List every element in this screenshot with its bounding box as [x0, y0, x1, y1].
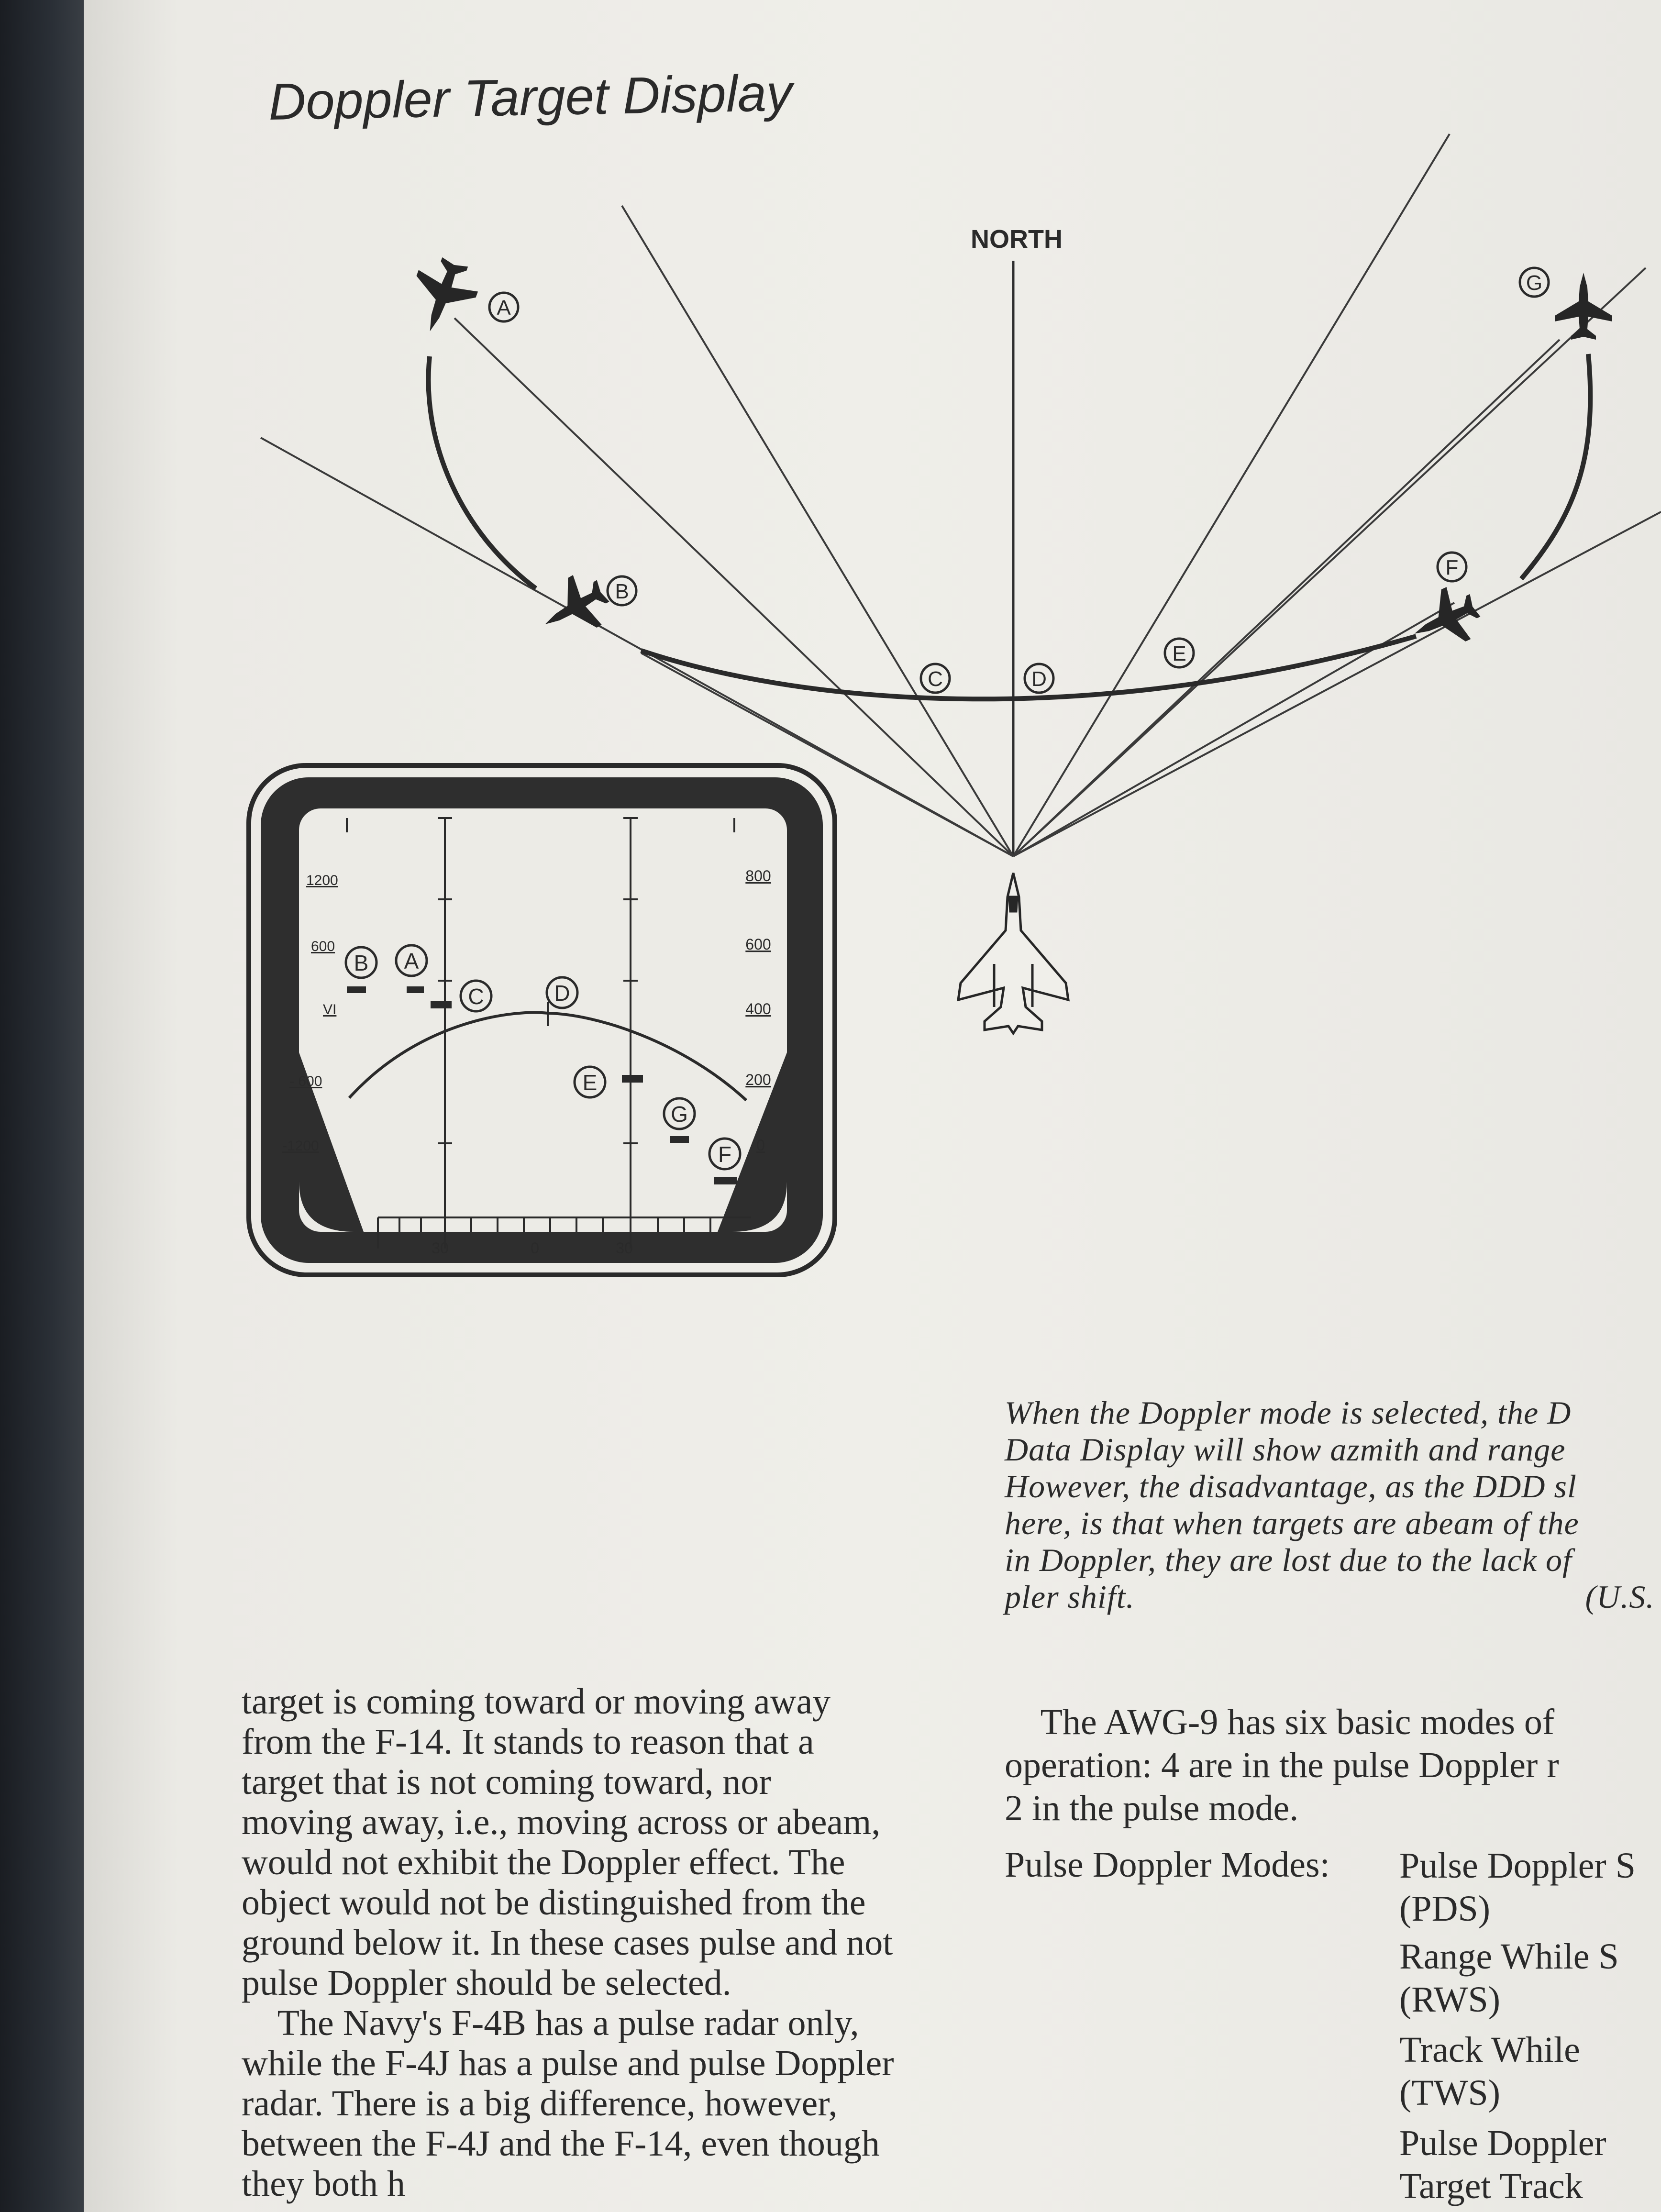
figure-caption: When the Doppler mode is selected, the D… [1005, 1394, 1661, 1615]
mode-item: Range While S [1399, 1936, 1619, 1977]
mode-item: Pulse Doppler [1399, 2123, 1606, 2163]
ddd-marker-e: E [573, 1065, 607, 1099]
mode-item: Track While [1399, 2030, 1580, 2070]
ddd-marker-a: A [395, 944, 428, 977]
svg-text:B: B [615, 580, 629, 603]
body-line: The AWG-9 has six basic modes of [1005, 1702, 1555, 1742]
body-line: operation: 4 are in the pulse Doppler r [1005, 1745, 1559, 1785]
svg-text:C: C [468, 984, 484, 1009]
left-scale-600: 600 [311, 939, 335, 954]
enemy-aircraft-icon-f [1402, 579, 1487, 660]
marker-d: D [1023, 663, 1055, 694]
caption-line: However, the disadvantage, as the DDD sl [1005, 1468, 1577, 1504]
mode-item: (TWS) [1399, 2073, 1501, 2113]
marker-b: B [606, 575, 638, 607]
body-line: pulse Doppler should be selected. [242, 1963, 731, 2003]
ddd-screen: 1200 600 VI - 600 -1200 800 600 400 200 … [246, 763, 837, 1277]
svg-text:A: A [404, 949, 419, 973]
caption-source: (U.S. I [1585, 1579, 1661, 1615]
body-text-right: The AWG-9 has six basic modes of operati… [1005, 1701, 1661, 1830]
right-scale-0: 0 [756, 1137, 765, 1154]
body-line: moving away, i.e., moving across or abea… [242, 1802, 881, 1842]
left-scale-1200: 1200 [306, 873, 338, 888]
doppler-target-figure: Doppler Target Display NORTH [246, 64, 1661, 1277]
marker-g: G [1518, 266, 1550, 298]
mode-item: Pulse Doppler S [1399, 1846, 1636, 1886]
caption-line: pler shift. [1005, 1579, 1135, 1615]
body-line: ground below it. In these cases pulse an… [242, 1923, 893, 1963]
marker-c: C [919, 663, 951, 694]
svg-text:A: A [497, 296, 511, 320]
caption-line: When the Doppler mode is selected, the D [1005, 1394, 1572, 1431]
mode-item: (RWS) [1399, 1980, 1501, 2020]
svg-text:E: E [1172, 642, 1186, 665]
bottom-scale-30-left: 30 [432, 1239, 449, 1257]
enemy-aircraft-icon-b [531, 566, 618, 649]
bottom-scale-0: 0 [531, 1239, 539, 1257]
diagram-markers: A B C D E F G [488, 266, 1550, 694]
bottom-scale-30-right: 30 [616, 1239, 633, 1257]
ddd-marker-f: F [708, 1137, 742, 1171]
flight-paths [426, 354, 1593, 702]
body-text-left: target is coming toward or moving away f… [242, 1681, 959, 2204]
book-binding [0, 0, 86, 2212]
caption-line: in Doppler, they are lost due to the lac… [1005, 1542, 1572, 1578]
svg-text:D: D [554, 981, 570, 1006]
caption-line: here, is that when targets are abeam of … [1005, 1505, 1579, 1541]
ddd-marker-c: C [459, 979, 493, 1013]
body-line: radar. There is a big difference, howeve… [242, 2083, 838, 2124]
left-scale-neg1200: -1200 [282, 1138, 319, 1154]
body-line: target is coming toward or moving away [242, 1681, 831, 1722]
ddd-marker-g: G [663, 1097, 696, 1130]
north-label: NORTH [971, 225, 1063, 254]
body-line: target that is not coming toward, nor [242, 1762, 771, 1802]
marker-a: A [488, 291, 520, 323]
body-line: object would not be distinguished from t… [242, 1882, 866, 1923]
figure-title: Doppler Target Display [268, 64, 795, 131]
body-line: 2 in the pulse mode. [1005, 1788, 1299, 1828]
modes-label: Pulse Doppler Modes: [1005, 1845, 1330, 1885]
marker-e: E [1163, 637, 1195, 669]
svg-text:C: C [928, 667, 943, 691]
fighter-jet-icon [956, 873, 1070, 1036]
ddd-marker-b: B [344, 946, 378, 979]
svg-text:E: E [583, 1070, 598, 1095]
left-scale-vi: VI [323, 1002, 336, 1018]
body-line: they both h [242, 2164, 405, 2204]
book-page: Doppler Target Display NORTH [84, 0, 1661, 2212]
body-line: would not exhibit the Doppler effect. Th… [242, 1842, 845, 1882]
right-scale-600: 600 [745, 936, 771, 953]
mode-item: (PDS) [1399, 1889, 1491, 1929]
svg-text:D: D [1031, 667, 1047, 691]
right-scale-400: 400 [745, 1000, 771, 1018]
body-line: while the F-4J has a pulse and pulse Dop… [242, 2043, 894, 2083]
mode-item: Target Track [1399, 2166, 1583, 2206]
sight-lines [260, 133, 1661, 857]
marker-f: F [1436, 551, 1468, 583]
svg-text:F: F [718, 1142, 731, 1167]
ddd-marker-d: D [545, 976, 579, 1009]
svg-text:G: G [1526, 271, 1542, 295]
svg-text:B: B [354, 951, 369, 975]
body-line: The Navy's F-4B has a pulse radar only, [242, 2003, 859, 2043]
svg-text:G: G [671, 1102, 688, 1127]
body-line: between the F-4J and the F-14, even thou… [242, 2124, 880, 2164]
left-scale-neg600: - 600 [289, 1073, 322, 1089]
svg-text:F: F [1446, 556, 1459, 579]
enemy-aircraft-icon-a [400, 251, 485, 342]
caption-line: Data Display will show azmith and range [1005, 1431, 1566, 1468]
body-line: from the F-14. It stands to reason that … [242, 1722, 814, 1762]
right-scale-200: 200 [745, 1071, 771, 1088]
right-scale-800: 800 [745, 867, 771, 885]
